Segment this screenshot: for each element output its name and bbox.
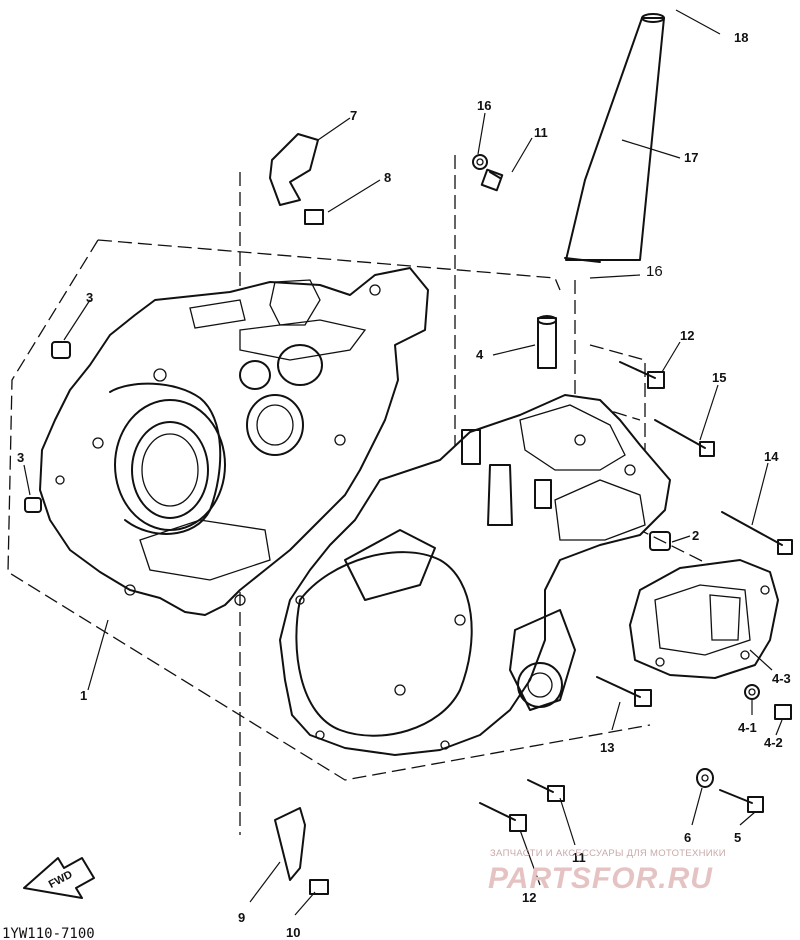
side-cover <box>629 559 779 679</box>
callout-2: 2 <box>692 528 699 543</box>
callout-labels: 18 17 16 16 11 7 8 3 3 4 12 15 14 2 4-3 … <box>17 30 791 940</box>
bolt-13 <box>596 676 652 707</box>
leader-lines <box>23 9 783 916</box>
callout-1: 1 <box>80 688 87 703</box>
fwd-arrow-icon: FWD <box>23 857 95 899</box>
bolt-8 <box>304 209 324 225</box>
watermark-logo: PARTSFOR.RU <box>488 862 713 895</box>
callout-6: 6 <box>684 830 691 845</box>
callout-9: 9 <box>238 910 245 925</box>
callout-11-bottom: 11 <box>572 850 586 865</box>
oil-pipe-holder-top <box>269 133 319 206</box>
breather-pipe <box>564 13 665 263</box>
bolt-5 <box>719 789 764 813</box>
callout-3-left: 3 <box>17 450 24 465</box>
callout-17: 17 <box>684 150 698 165</box>
callout-4-1: 4-1 <box>738 720 757 735</box>
callout-10: 10 <box>286 925 300 940</box>
bolt-15 <box>654 419 715 457</box>
right-crankcase <box>279 394 671 756</box>
washer-16-top <box>472 154 488 170</box>
bolt-12-top <box>619 361 665 389</box>
watermark-tagline: ЗАПЧАСТИ И АКСЕССУАРЫ ДЛЯ МОТОТЕХНИКИ <box>490 848 726 859</box>
washer-6 <box>696 768 714 788</box>
bolt-12-bottom <box>479 802 527 832</box>
bolt-11-bottom <box>527 779 565 802</box>
bolt-11-top <box>480 168 504 192</box>
callout-4-2: 4-2 <box>764 735 783 750</box>
callout-15: 15 <box>712 370 726 385</box>
callout-3-top: 3 <box>86 290 93 305</box>
bolts <box>304 154 793 895</box>
left-crankcase <box>39 267 429 616</box>
callout-8: 8 <box>384 170 391 185</box>
callout-4-3: 4-3 <box>772 671 791 686</box>
watermark: ЗАПЧАСТИ И АКСЕССУАРЫ ДЛЯ МОТОТЕХНИКИ PA… <box>488 848 726 895</box>
bolt-10 <box>309 879 329 895</box>
callout-12-top: 12 <box>680 328 694 343</box>
callout-4: 4 <box>476 347 484 362</box>
callout-18: 16 <box>646 263 663 280</box>
callout-5: 5 <box>734 830 741 845</box>
dowel-pin <box>537 315 557 369</box>
callout-11-top: 11 <box>534 125 548 140</box>
bolt-14 <box>721 511 793 555</box>
diagram-code: 1YW110-7100 <box>2 926 95 940</box>
callout-7: 7 <box>350 108 357 123</box>
bolt-4-2 <box>774 704 792 720</box>
washer-4-1 <box>744 684 760 700</box>
callout-16-top: 18 <box>734 30 748 45</box>
callout-14: 14 <box>764 449 779 464</box>
callout-13: 13 <box>600 740 614 755</box>
dowels <box>24 341 671 551</box>
callout-16-mid: 16 <box>477 98 491 113</box>
oil-pipe-holder-bottom <box>274 807 306 881</box>
callout-12-bottom: 12 <box>522 890 536 905</box>
